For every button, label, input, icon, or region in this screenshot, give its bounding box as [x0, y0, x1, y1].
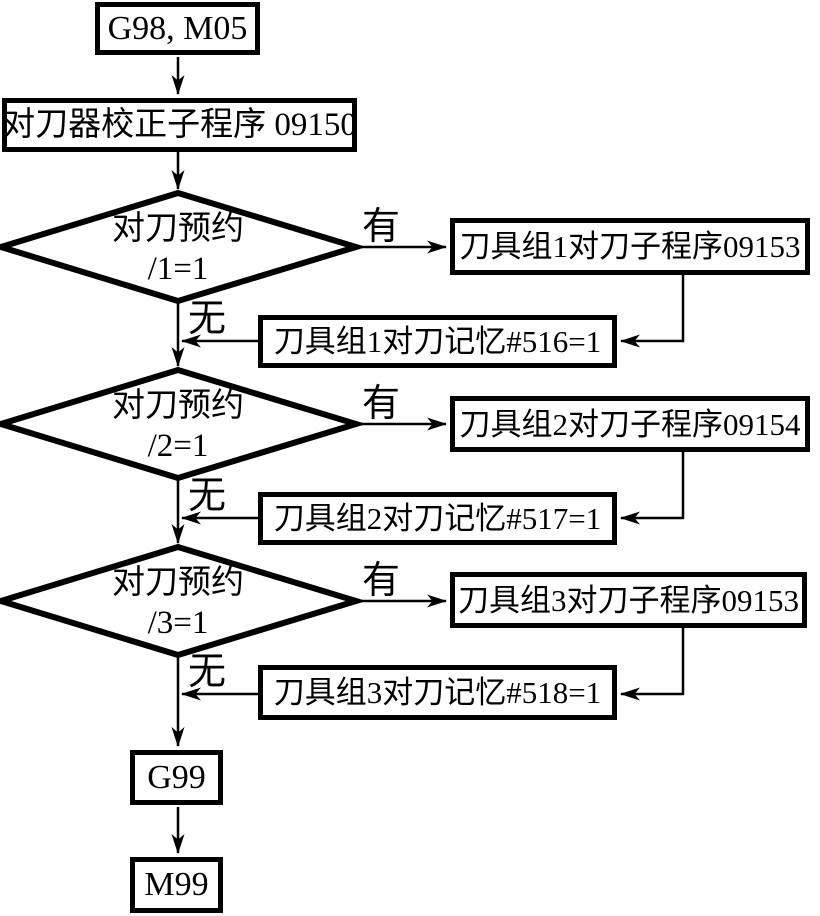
- decision-1-no-label: 无: [188, 298, 227, 340]
- connector-sub1-to-mem1: [620, 275, 685, 348]
- connector-sub3-to-mem3: [620, 628, 685, 701]
- connector-sub2-to-mem2: [620, 452, 685, 525]
- decision-3-text: 对刀预约 /3=1: [60, 564, 296, 643]
- decision-1-line2: /1=1: [147, 250, 209, 287]
- toolgroup1-memory-node: 刀具组1对刀记忆#516=1: [258, 315, 617, 368]
- decision-2-line2: /2=1: [147, 427, 209, 464]
- toolgroup2-memory-node: 刀具组2对刀记忆#517=1: [258, 492, 617, 545]
- decision-1-line1: 对刀预约: [112, 211, 244, 247]
- decision-3-line1: 对刀预约: [112, 565, 244, 601]
- decision-3-yes-label: 有: [362, 560, 401, 602]
- toolgroup3-memory-node: 刀具组3对刀记忆#518=1: [258, 665, 617, 720]
- start-node: G98, M05: [95, 2, 260, 55]
- decision-2-text: 对刀预约 /2=1: [60, 387, 296, 466]
- decision-1-text: 对刀预约 /1=1: [60, 210, 296, 289]
- decision-2-no-label: 无: [188, 475, 227, 517]
- decision-1-yes-label: 有: [362, 206, 401, 248]
- calibration-subprogram-node: 对刀器校正子程序 09150: [2, 98, 357, 152]
- decision-3-line2: /3=1: [147, 604, 209, 641]
- toolgroup3-subprogram-node: 刀具组3对刀子程序09153: [450, 572, 807, 628]
- decision-2-yes-label: 有: [362, 383, 401, 425]
- decision-2-line1: 对刀预约: [112, 388, 244, 424]
- toolgroup1-subprogram-node: 刀具组1对刀子程序09153: [450, 218, 810, 275]
- decision-3-no-label: 无: [188, 651, 227, 693]
- m99-node: M99: [130, 857, 223, 913]
- g99-node: G99: [130, 750, 223, 805]
- toolgroup2-subprogram-node: 刀具组2对刀子程序09154: [450, 396, 810, 452]
